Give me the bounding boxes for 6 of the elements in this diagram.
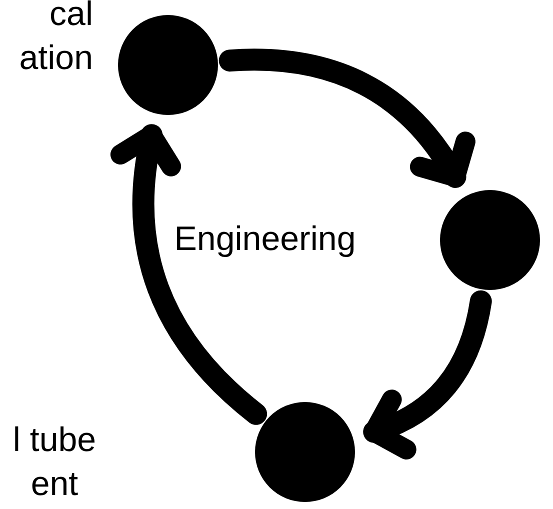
curved-arrow [218, 48, 474, 188]
center-label: Engineering [140, 215, 390, 263]
node-caption: cal ation [18, 0, 93, 79]
curved-arrow [363, 290, 492, 458]
caption-text: l tube ent [12, 420, 98, 505]
curved-arrow [111, 124, 268, 425]
